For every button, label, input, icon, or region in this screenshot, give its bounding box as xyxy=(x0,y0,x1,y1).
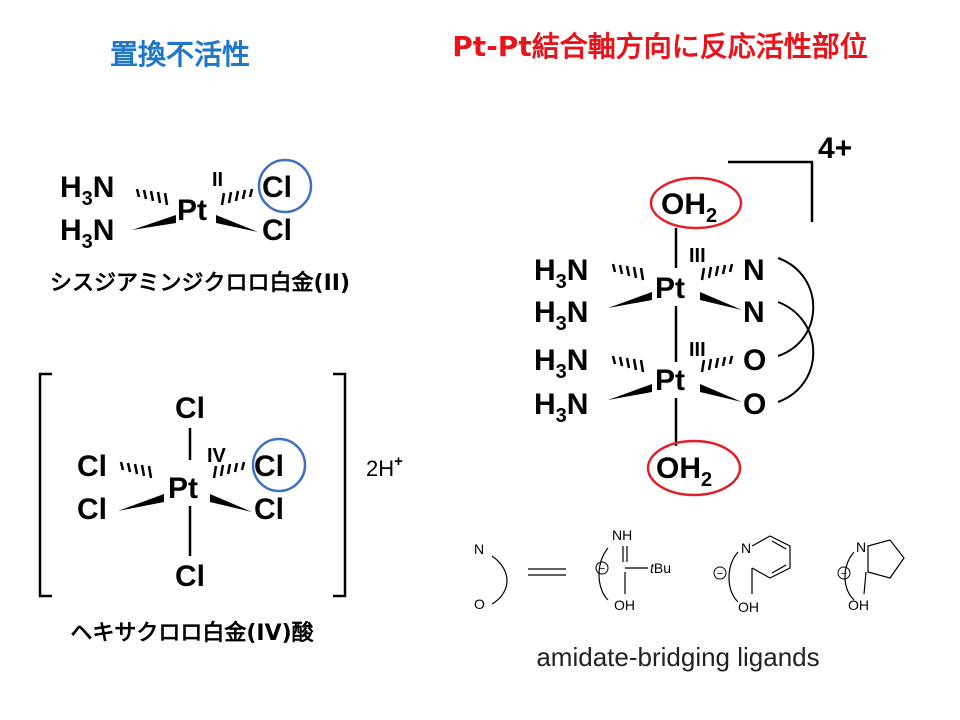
hexachloro-chloride-top: Cl xyxy=(175,392,205,425)
bracket-right xyxy=(333,372,347,598)
dimer-amine-1: H3N xyxy=(534,254,588,293)
pyridine-oh-label: OH xyxy=(738,599,759,615)
cisplatin-chloride-top: Cl xyxy=(262,171,292,204)
dimer-top-hashed-left xyxy=(611,263,645,281)
aqua-bottom-highlight xyxy=(646,439,742,497)
dimer-nitrogen-1: N xyxy=(743,254,765,287)
hexachloro-name: ヘキサクロロ白金(IV)酸 xyxy=(70,620,314,646)
hexachloro-chloride-left-down: Cl xyxy=(77,493,107,526)
heading-reactive-site: Pt-Pt結合軸方向に反応活性部位 xyxy=(452,30,867,63)
pyrrolidine-n-label: N xyxy=(856,539,866,555)
dimer-bottom-wedge-left xyxy=(608,384,652,400)
counter-ion: 2H+ xyxy=(366,453,403,481)
pyrrolidine-bond-oh xyxy=(863,571,867,595)
dimer-top-wedge-left xyxy=(608,292,652,308)
pyridine-double-1 xyxy=(771,540,787,550)
dimer-oxidation-bottom: III xyxy=(689,339,706,361)
generic-bridge-arc xyxy=(491,555,508,605)
cisplatin-oxidation-state: II xyxy=(212,169,223,191)
dimer-bottom-hashed-right xyxy=(700,355,734,373)
amidine-tbu-label: tBu xyxy=(650,560,671,576)
dimer-metal-top: Pt xyxy=(655,272,685,305)
dimer-metal-bottom: Pt xyxy=(655,364,685,397)
generic-o-label: O xyxy=(474,596,485,612)
ligands-caption: amidate-bridging ligands xyxy=(536,642,819,672)
hexachloro-chloride-highlight xyxy=(251,437,307,493)
cisplatin-structure: II Pt H3N H3N Cl Cl xyxy=(60,158,313,253)
bridge-arc-n1-o1 xyxy=(777,257,815,357)
dimer-amine-3: H3N xyxy=(534,344,588,383)
pyrrolidine-ring xyxy=(867,539,905,579)
dimer-amine-2: H3N xyxy=(534,296,588,335)
dimer-oxygen-1: O xyxy=(743,344,766,377)
amidine-nh-label: NH xyxy=(612,527,632,543)
amidine-charge-sign: − xyxy=(599,563,605,575)
pyrrolidine-bridge-arc xyxy=(844,551,855,601)
bridge-arc-n2-o2 xyxy=(777,301,815,403)
dimer-amine-4: H3N xyxy=(534,388,588,427)
platinum-dimer-structure: 4+ OH2 III Pt H3N H3N N N xyxy=(534,132,852,497)
aqua-ligand-top: OH2 xyxy=(661,188,717,227)
pyridine-n-label: N xyxy=(741,540,751,556)
hexachloro-chloride-bottom: Cl xyxy=(175,560,205,593)
cisplatin-wedge-bond-left xyxy=(132,215,176,230)
hexachloro-metal: Pt xyxy=(168,472,198,505)
cisplatin-wedge-bond-right xyxy=(216,215,258,232)
generic-n-label: N xyxy=(474,541,484,557)
hexachloro-wedge-bond-right xyxy=(210,494,252,512)
dimer-oxidation-top: III xyxy=(689,245,706,267)
aqua-top-highlight xyxy=(649,176,743,230)
dimer-top-wedge-right xyxy=(700,292,742,310)
hexachloro-chloride-right-down: Cl xyxy=(254,493,284,526)
cisplatin-name: シスジアミンジクロロ白金(II) xyxy=(50,270,350,296)
hexachloro-chloride-right-up: Cl xyxy=(254,450,284,483)
pyrrolidine-charge-circle xyxy=(837,566,851,580)
cisplatin-amine-bottom: H3N xyxy=(60,214,114,253)
bracket-left xyxy=(38,372,52,598)
cisplatin-hashed-bond-right xyxy=(220,188,254,206)
aqua-ligand-bottom: OH2 xyxy=(656,452,712,491)
hexachloro-hashed-bond-left xyxy=(119,461,153,479)
hexachloro-structure: Cl IV Pt Cl Cl Cl Cl Cl 2H+ xyxy=(38,372,403,598)
dimer-nitrogen-2: N xyxy=(743,296,765,329)
cisplatin-hashed-bond-left xyxy=(135,188,169,206)
pyridine-ring xyxy=(751,535,791,579)
dimer-bottom-hashed-left xyxy=(611,355,645,373)
cisplatin-metal: Pt xyxy=(177,194,207,227)
dimer-bottom-wedge-right xyxy=(700,384,742,402)
amidine-oh-label: OH xyxy=(614,597,635,613)
pyridine-double-2 xyxy=(771,564,787,574)
hexachloro-wedge-bond-left xyxy=(118,494,164,511)
hexachloro-oxidation-state: IV xyxy=(207,445,227,467)
pyrrolidine-oh-label: OH xyxy=(848,597,869,613)
hexachloro-chloride-left-up: Cl xyxy=(77,450,107,483)
dimer-top-hashed-right xyxy=(700,263,734,281)
charge-bracket xyxy=(728,160,814,222)
pyridine-charge-sign: − xyxy=(717,568,723,580)
cisplatin-amine-top: H3N xyxy=(60,171,114,210)
amidine-bridge-arc xyxy=(598,547,609,601)
dimer-charge: 4+ xyxy=(818,132,852,165)
pyrrolidine-charge-sign: − xyxy=(841,568,847,580)
cisplatin-chloride-highlight xyxy=(257,158,313,214)
heading-substitution-inert: 置換不活性 xyxy=(110,38,250,71)
cisplatin-chloride-bottom: Cl xyxy=(262,214,292,247)
pyridine-charge-circle xyxy=(713,566,727,580)
dimer-oxygen-2: O xyxy=(743,388,766,421)
amidate-ligands-panel: N O NH tBu OH − N OH − N OH − xyxy=(474,527,905,672)
pyridine-bridge-arc xyxy=(728,551,739,603)
amidine-charge-circle xyxy=(595,561,609,575)
hexachloro-hashed-bond-right xyxy=(212,461,246,479)
